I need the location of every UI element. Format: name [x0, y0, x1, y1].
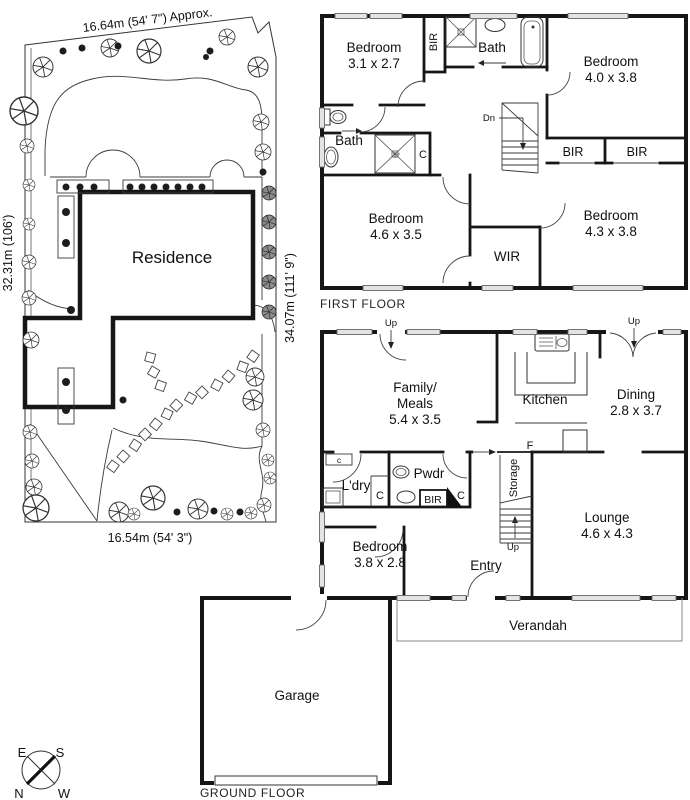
stairs-down	[499, 102, 539, 174]
residence-outline	[22, 189, 256, 410]
dining-size: 2.8 x 3.7	[610, 403, 662, 418]
garage-door-arc	[295, 599, 327, 631]
up2-label: Up	[628, 316, 640, 327]
stairs-up	[499, 455, 533, 544]
dimension-top: 16.64m (54' 7") Approx.	[82, 5, 213, 35]
first-floor-arrows	[342, 60, 506, 134]
bedroom-gf-size: 3.8 x 2.8	[354, 555, 406, 570]
compass-s: S	[56, 745, 65, 760]
basin-icon-left	[323, 146, 339, 168]
trees	[9, 28, 277, 523]
ground-floor-plan: Up Up Family/ Meals 5.4 x 3.5 Kitchen Di…	[319, 316, 688, 602]
family-label1: Family/	[393, 380, 437, 395]
first-floor-windows	[319, 13, 644, 291]
shower-icon-left	[374, 134, 416, 174]
family-label2: Meals	[397, 396, 433, 411]
closet-a-lines	[370, 475, 389, 507]
first-floor-door-arcs	[359, 71, 571, 284]
bedroom-gf-label: Bedroom	[353, 539, 408, 554]
compass-n: N	[14, 786, 23, 800]
basin-icon-top	[484, 18, 506, 32]
residence-label: Residence	[132, 248, 212, 267]
dining-label: Dining	[617, 387, 655, 402]
bedroom1-label: Bedroom	[347, 40, 402, 55]
bir-left-label: BIR	[563, 145, 584, 159]
ground-floor-title: GROUND FLOOR	[200, 786, 305, 800]
backyard-bed-outline	[112, 427, 267, 523]
closet-b-label: C	[457, 490, 465, 502]
sink-icon	[534, 333, 570, 352]
path-lines	[29, 423, 113, 522]
laundry-label: L'dry	[342, 478, 371, 493]
entry-label: Entry	[470, 558, 502, 573]
bedroom3-size: 4.6 x 3.5	[370, 227, 422, 242]
ground-floor-arrows	[388, 328, 637, 538]
verandah: Verandah	[396, 598, 683, 642]
bathtub-icon	[520, 16, 544, 68]
shower-icon-top	[445, 16, 477, 48]
fridge-space	[562, 429, 588, 453]
stepping-stones	[106, 349, 260, 474]
lounge-label: Lounge	[584, 510, 629, 525]
small-closet	[325, 453, 353, 466]
wall-wedge	[447, 487, 462, 507]
closet-a-label: C	[376, 490, 384, 502]
dn-label: Dn	[483, 113, 495, 124]
first-floor-title: FIRST FLOOR	[320, 297, 406, 311]
compass-w: W	[58, 786, 71, 800]
wir-label: WIR	[494, 249, 520, 264]
first-floor-plan: Bedroom 3.1 x 2.7 BIR Bath Bedroom 4.0 x…	[319, 13, 688, 311]
lounge-size: 4.6 x 4.3	[581, 526, 633, 541]
garage: Garage	[200, 594, 392, 787]
basin-icon-powder	[396, 490, 416, 504]
bedroom3-label: Bedroom	[369, 211, 424, 226]
ground-floor-outer-walls	[320, 330, 688, 600]
closet-label: C	[419, 149, 427, 161]
toilet-icon-powder	[392, 465, 410, 479]
family-size: 5.4 x 3.5	[389, 412, 441, 427]
storage-label: Storage	[508, 459, 520, 498]
ground-floor-windows	[319, 329, 682, 601]
site-boundary	[24, 16, 277, 523]
small-closet-label: c	[337, 456, 341, 465]
compass-e: E	[18, 745, 27, 760]
ground-floor-door-arcs	[332, 332, 657, 598]
kitchen-counter	[514, 352, 588, 396]
bedroom2-size: 4.0 x 3.8	[585, 70, 637, 85]
bedroom2-label: Bedroom	[584, 54, 639, 69]
garage-door	[214, 775, 378, 786]
powder-label: Pwdr	[414, 466, 445, 481]
site-plan: Residence	[1, 5, 297, 545]
dimension-bottom: 16.54m (54' 3")	[108, 531, 193, 545]
fridge-label: F	[527, 440, 534, 452]
up1-label: Up	[385, 318, 397, 329]
bir-gf-label: BIR	[424, 494, 442, 506]
bedroom4-label: Bedroom	[584, 208, 639, 223]
bedroom4-size: 4.3 x 3.8	[585, 224, 637, 239]
up3-label: Up	[507, 542, 519, 553]
bir-right-label: BIR	[627, 145, 648, 159]
dimension-right: 34.07m (111' 9")	[283, 253, 297, 343]
garage-label: Garage	[274, 688, 319, 703]
bedroom1-size: 3.1 x 2.7	[348, 56, 400, 71]
verandah-label: Verandah	[509, 618, 567, 633]
toilet-icon-left	[322, 108, 347, 126]
compass-icon: E S N W	[14, 745, 71, 800]
bir-top-label: BIR	[428, 33, 440, 51]
kitchen-label: Kitchen	[522, 392, 567, 407]
bath-top-label: Bath	[478, 40, 506, 55]
bath-left-label: Bath	[335, 133, 363, 148]
first-floor-inner-walls	[320, 14, 688, 290]
front-lawn-outline	[44, 75, 263, 176]
garden-arcs	[85, 149, 245, 178]
dimension-left: 32.31m (106')	[1, 215, 15, 292]
washer-icon	[322, 487, 344, 507]
